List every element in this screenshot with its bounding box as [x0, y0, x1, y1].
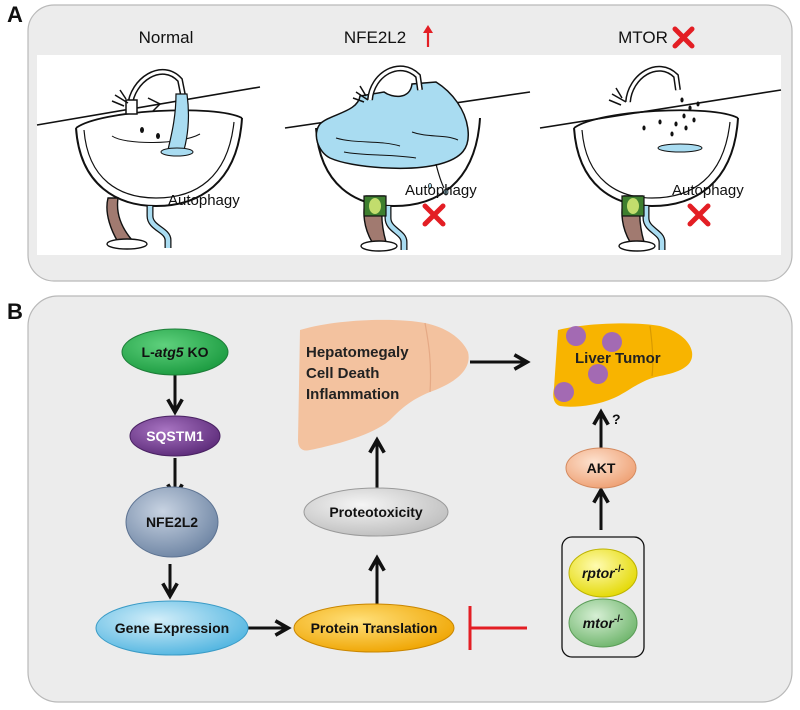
node-protein-translation-label: Protein Translation	[311, 620, 438, 636]
liver-line-cell-death: Cell Death	[306, 365, 379, 382]
uncertain-link-question-mark: ?	[612, 411, 621, 427]
autophagy-label-mtor: Autophagy	[672, 182, 744, 199]
node-nfe2l2-label: NFE2L2	[146, 514, 198, 530]
node-nfe2l2	[125, 486, 219, 558]
sink-mtor-illustration	[539, 65, 782, 252]
node-rptor-knockout	[568, 548, 638, 598]
node-akt-label: AKT	[587, 460, 616, 476]
node-latg5-ko	[121, 328, 229, 376]
panel-a-letter: A	[7, 2, 23, 27]
autophagy-label-normal: Autophagy	[168, 192, 240, 209]
liver-illustration	[298, 319, 469, 451]
knockout-group-box	[561, 536, 645, 658]
panel-b-letter: B	[7, 299, 23, 324]
liver-line-inflammation: Inflammation	[306, 386, 399, 403]
autophagy-blocked-x-icon-mtor	[687, 203, 711, 227]
liver-line-hepatomegaly: Hepatomegaly	[306, 344, 409, 361]
node-gene-expression-label: Gene Expression	[115, 620, 229, 636]
nfe2l2-title: NFE2L2	[344, 28, 406, 47]
node-sqstm1	[129, 415, 221, 457]
node-akt	[565, 447, 637, 489]
liver-tumor-illustration	[553, 323, 693, 407]
autophagy-label-nfe2l2: Autophagy	[405, 182, 477, 199]
mtor-title: MTOR	[618, 28, 668, 47]
inhibition-bar-icon	[468, 606, 527, 650]
normal-title: Normal	[139, 28, 194, 47]
up-arrow-icon	[423, 25, 433, 47]
autophagy-blocked-x-icon-nfe2l2	[422, 203, 446, 227]
node-mtor-knockout-label: mtor-/-	[583, 614, 624, 631]
sink-normal-illustration	[36, 68, 261, 250]
liver-tumor-label: Liver Tumor	[575, 350, 661, 367]
node-sqstm1-label: SQSTM1	[146, 428, 204, 444]
node-proteotoxicity-label: Proteotoxicity	[329, 504, 423, 520]
sink-nfe2l2-illustration	[284, 65, 531, 252]
x-icon	[672, 26, 695, 49]
node-rptor-knockout-label: rptor-/-	[582, 564, 624, 581]
node-proteotoxicity	[303, 487, 449, 537]
node-protein-translation	[293, 603, 455, 653]
node-latg5-ko-label: L-atg5 KO	[142, 344, 209, 360]
node-mtor-knockout	[568, 598, 638, 648]
node-gene-expression	[95, 600, 249, 656]
